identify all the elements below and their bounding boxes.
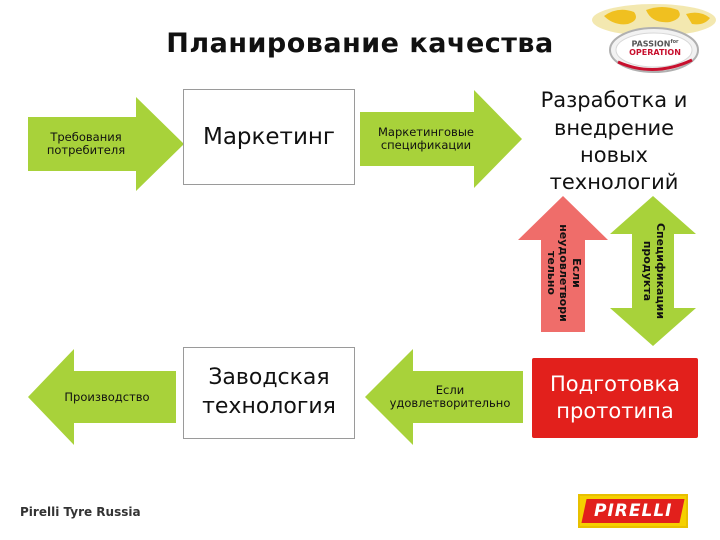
new-tech-label: Разработка и внедрение новых технологий [540, 88, 688, 195]
passion-operation-logo: PASSIONfor OPERATION [588, 2, 720, 84]
product-specs-arrow [610, 196, 696, 346]
product-specs-label: Спецификации продукта [641, 222, 667, 320]
production-label: Производство [64, 390, 150, 405]
globe-icon [592, 4, 716, 73]
factory-tech-box: Заводская технология [183, 347, 355, 439]
new-tech-box: Разработка и внедрение новых технологий [532, 86, 696, 198]
if-unsatisfactory-label: Если неудовлетвори тельно [544, 224, 583, 322]
marketing-label: Маркетинг [202, 124, 336, 150]
factory-tech-label: Заводская технология [202, 365, 336, 419]
badge-line2: OPERATION [629, 48, 681, 58]
pirelli-logo: PIRELLI [578, 494, 688, 528]
pirelli-logo-text: PIRELLI [593, 501, 673, 521]
prototype-label: Подготовка прототипа [549, 371, 681, 423]
page-title: Планирование качества [166, 28, 554, 59]
consumer-requirements-label: Требования потребителя [46, 129, 126, 157]
marketing-specs-arrow [360, 90, 522, 188]
badge-line1: PASSION [631, 39, 671, 49]
if-satisfactory-arrow [365, 349, 523, 445]
if-satisfactory-label: Если удовлетворительно [389, 382, 511, 410]
marketing-box: Маркетинг [183, 89, 355, 185]
prototype-box: Подготовка прототипа [532, 358, 698, 438]
consumer-requirements-arrow [28, 97, 184, 191]
production-arrow [28, 349, 176, 445]
if-unsatisfactory-arrow [518, 196, 608, 332]
company-name: Pirelli Tyre Russia [20, 505, 141, 519]
marketing-specs-label: Маркетинговые спецификации [378, 124, 474, 152]
badge-sup: for [670, 39, 679, 45]
